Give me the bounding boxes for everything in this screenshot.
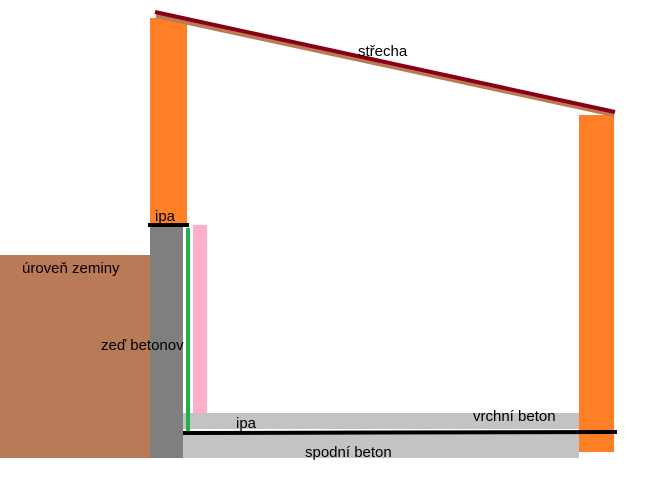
ipa-bottom-line [182, 430, 618, 435]
soil-block [0, 255, 152, 458]
ipa-bottom-label: ipa [236, 415, 257, 432]
top-concrete-slab [181, 413, 579, 429]
concrete-wall-label: zeď betonov [101, 337, 184, 354]
right-column [579, 115, 614, 452]
roof-label: střecha [358, 43, 408, 60]
left-column [150, 18, 187, 226]
green-insulation-strip [186, 228, 190, 433]
roof-line [154, 10, 616, 114]
pink-insulation-strip [193, 225, 207, 413]
ipa-top-label: ipa [155, 208, 176, 225]
roof-underside-line [155, 14, 615, 117]
concrete-wall [150, 226, 183, 458]
bottom-concrete-label: spodní beton [305, 444, 392, 461]
bottom-concrete-slab [181, 432, 579, 458]
top-concrete-label: vrchní beton [473, 408, 556, 425]
ground-level-label: úroveň zeminy [22, 260, 120, 277]
